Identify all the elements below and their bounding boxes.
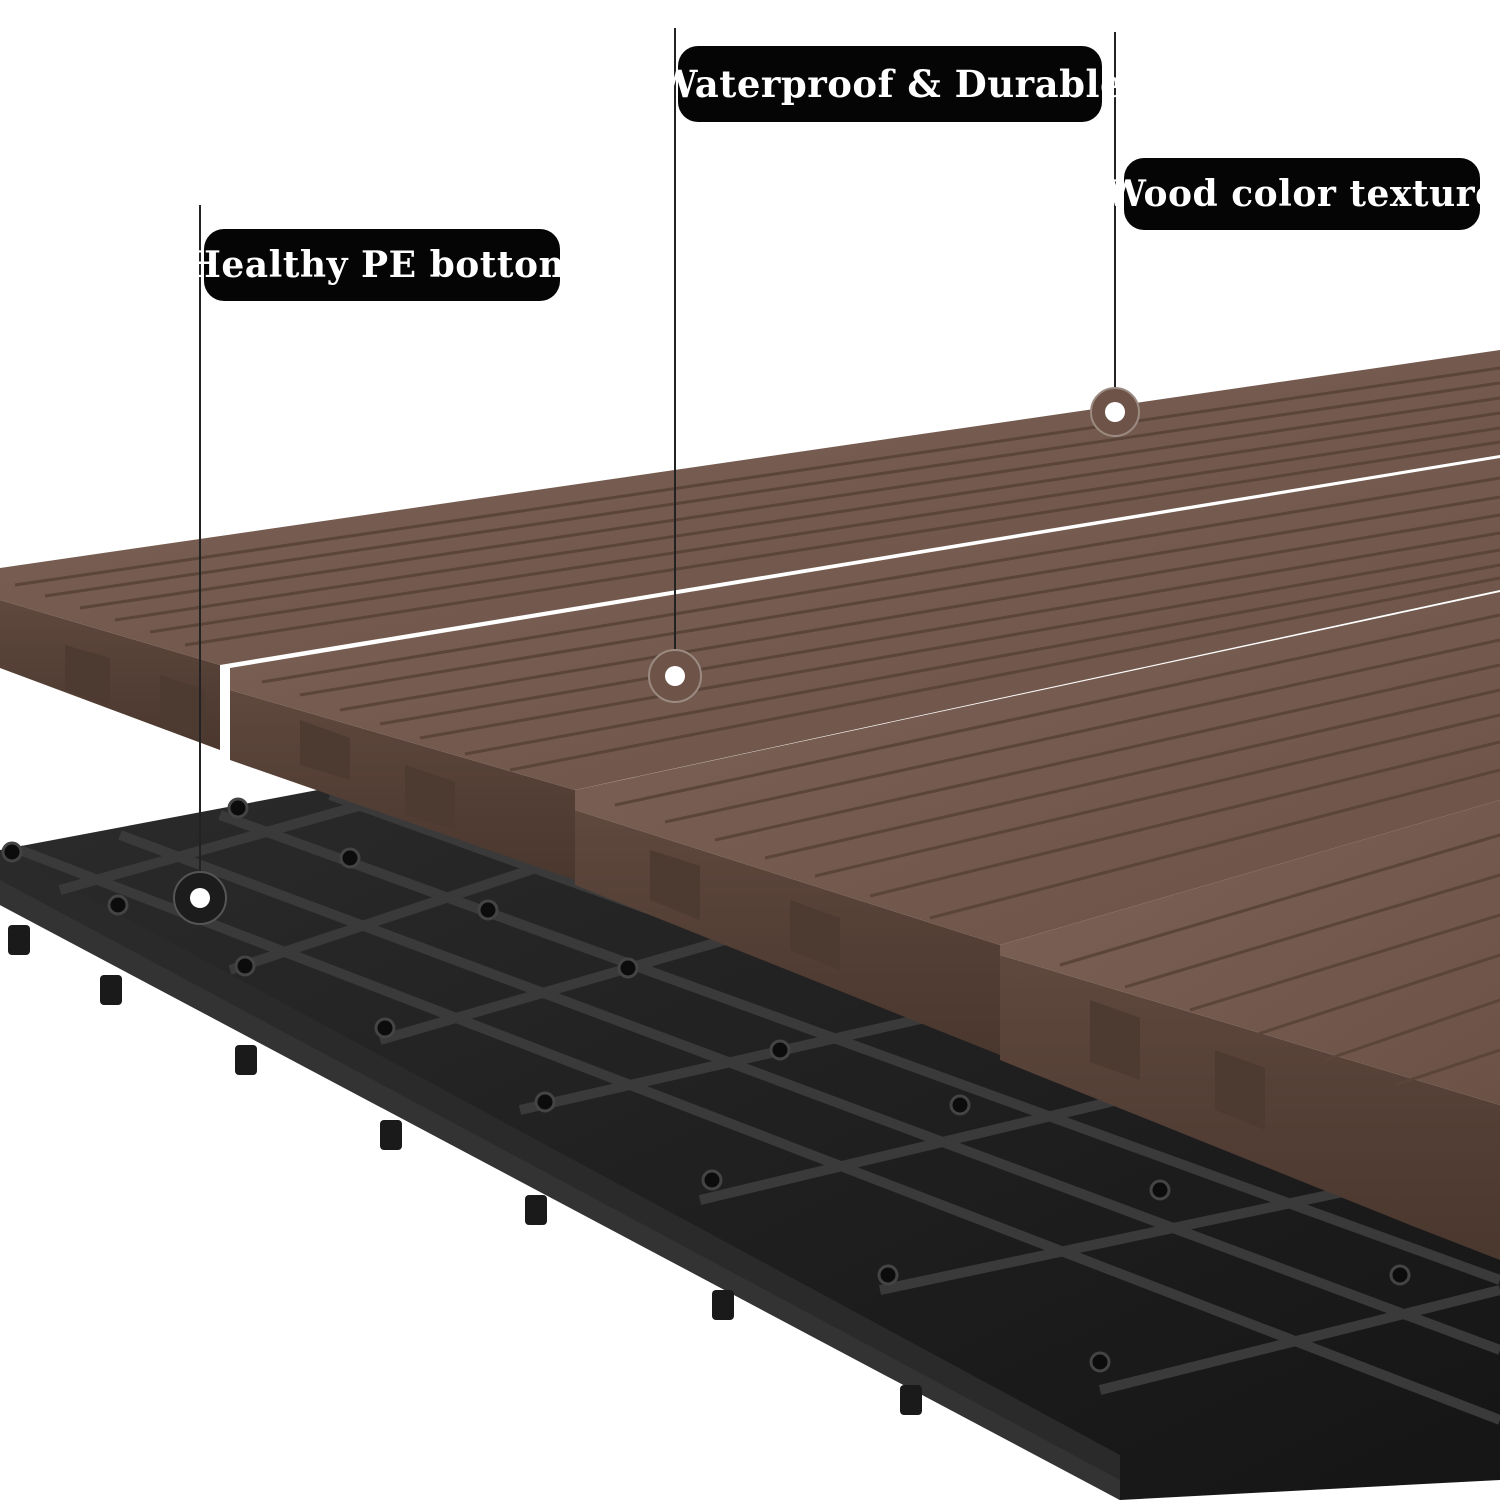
pe-base	[0, 782, 1500, 1500]
leader-line-pe	[173, 205, 227, 925]
callout-wood-color-texture: Wood color texture	[1106, 158, 1498, 230]
leader-line-waterproof	[648, 28, 702, 703]
callout-healthy-pe-bottom: Healthy PE bottom	[187, 229, 577, 301]
wood-tiles	[0, 350, 1500, 1260]
callout-waterproof-durable: Waterproof & Durable	[656, 46, 1124, 122]
leader-line-wood	[1090, 32, 1140, 437]
